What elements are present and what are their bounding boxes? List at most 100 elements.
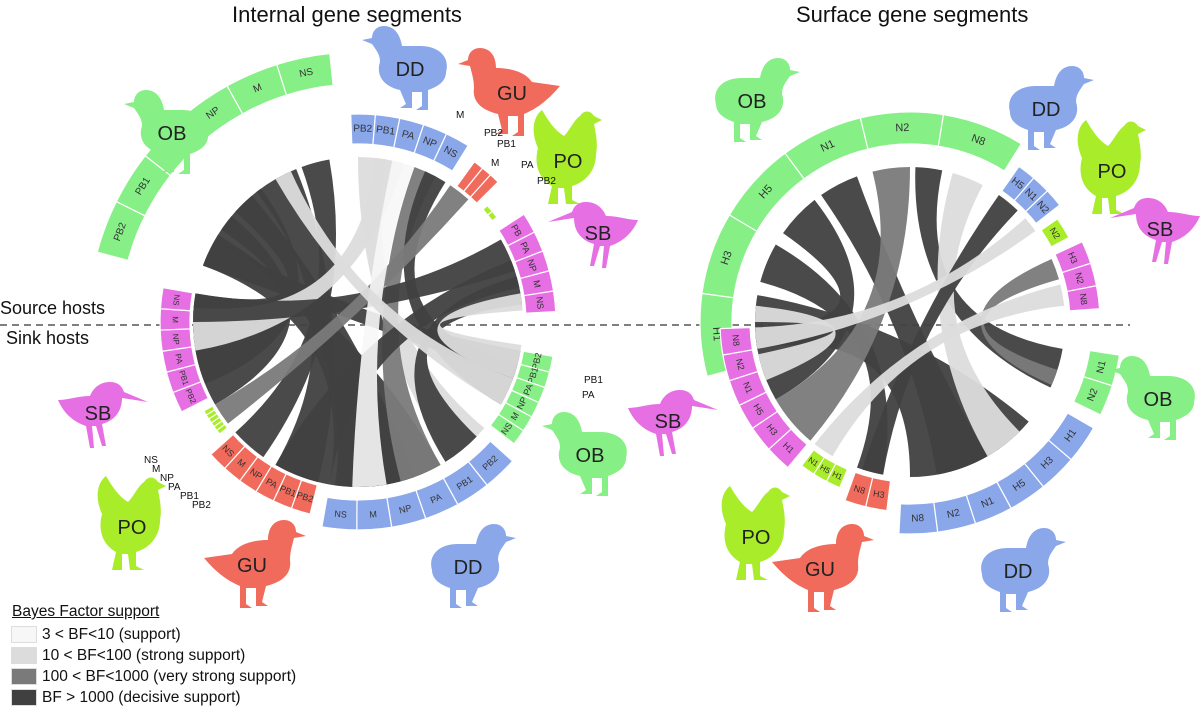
segment-label: PA (173, 353, 184, 365)
host-silhouette-sb: SB (1110, 198, 1200, 264)
duck-shape (542, 412, 627, 496)
segment-label: N1 (980, 495, 996, 510)
host-label: DD (1032, 99, 1061, 121)
segment-label: N1 (1095, 359, 1109, 374)
segment-block (486, 210, 498, 222)
segment-block (1024, 189, 1061, 225)
host-silhouette-ob: OB (1110, 356, 1195, 440)
segment-label: N2 (1085, 387, 1100, 403)
duck-shape (124, 90, 209, 174)
segment-block (1040, 217, 1070, 248)
host-silhouette-ob: OB (124, 90, 209, 174)
host-label: SB (655, 411, 682, 433)
segment-label: N8 (853, 483, 867, 496)
segment-label: H3 (1066, 251, 1080, 265)
chicken-shape (721, 486, 790, 580)
host-arc-PO: N2 (1040, 217, 1070, 248)
gull-shape (458, 48, 560, 136)
segment-label: H1 (831, 469, 845, 482)
host-arc-PO (203, 405, 229, 435)
chicken-shape (1077, 120, 1146, 214)
segment-block (898, 501, 939, 535)
legend-item-strong-support: 10 < BF<100 (strong support) (11, 645, 296, 666)
segment-label: NS (534, 296, 545, 309)
segment-label: N1 (741, 380, 755, 394)
host-label: SB (1147, 219, 1174, 241)
source-hosts-label: Source hosts (0, 298, 106, 318)
migration-chord (437, 293, 523, 379)
migration-chord (382, 166, 441, 482)
segment-label: PB2 (295, 490, 314, 504)
migration-chord (862, 195, 1018, 475)
host-label: OB (158, 123, 187, 145)
legend-item-very-strong-support: 100 < BF<1000 (very strong support) (11, 666, 296, 687)
segment-label: NS (171, 294, 181, 306)
segment-block (719, 326, 754, 356)
segment-label: NP (171, 333, 181, 345)
segment-label: H3 (719, 249, 735, 266)
host-silhouette-ob: OB (542, 412, 627, 496)
segment-label: NP (515, 395, 530, 411)
segment-label: H3 (872, 488, 885, 500)
segment-label: PB1 (375, 124, 396, 138)
host-silhouette-gu: GU (204, 520, 306, 608)
segment-label: N8 (1078, 293, 1089, 306)
internal-title: Internal gene segments (232, 2, 462, 27)
segment-label-external: NP (160, 473, 174, 484)
host-silhouette-dd: DD (431, 524, 516, 608)
migration-chord (755, 218, 1036, 349)
segment-block (210, 433, 246, 470)
duck-shape (715, 58, 800, 142)
legend-label: 10 < BF<100 (strong support) (42, 646, 246, 664)
segment-label: NS (298, 66, 314, 80)
segment-block (276, 52, 334, 96)
migration-chord (215, 185, 469, 424)
segment-label: NP (525, 258, 538, 273)
segment-label: N2 (895, 122, 910, 135)
segment-label: N2 (734, 358, 746, 372)
segment-label: PB2 (530, 352, 543, 371)
segment-label-external: PA (521, 160, 534, 171)
sandpiper-shape (1110, 198, 1200, 264)
host-silhouette-dd: DD (362, 26, 447, 110)
host-label: GU (237, 555, 267, 577)
host-silhouette-po: PO (533, 110, 602, 204)
segment-label: PA (429, 492, 443, 506)
segment-block (1072, 375, 1113, 416)
segment-label: PB1 (526, 366, 541, 385)
host-label: PO (118, 517, 147, 539)
host-label: GU (805, 559, 835, 581)
segment-label: NS (334, 509, 347, 520)
segment-label: M (509, 410, 521, 422)
migration-chords (192, 157, 1065, 487)
host-label: SB (585, 223, 612, 245)
segment-block (159, 286, 194, 312)
segment-label: N2 (1073, 271, 1086, 285)
segment-label: N8 (911, 513, 925, 525)
host-label: SB (85, 403, 112, 425)
host-label: GU (497, 83, 527, 105)
host-label: DD (454, 557, 483, 579)
host-label: OB (576, 445, 605, 467)
host-arc-GU (455, 160, 499, 205)
host-silhouette-dd: DD (1009, 66, 1094, 150)
segment-label: M (252, 82, 264, 95)
segment-label: N2 (946, 507, 961, 521)
segment-label: PB2 (353, 123, 373, 134)
duck-shape (1110, 356, 1195, 440)
sink-hosts-label: Sink hosts (6, 328, 90, 348)
segment-label-external: PB2 (484, 128, 503, 139)
host-label: OB (738, 91, 767, 113)
segment-block (469, 174, 499, 205)
host-silhouette-sb: SB (58, 382, 148, 448)
